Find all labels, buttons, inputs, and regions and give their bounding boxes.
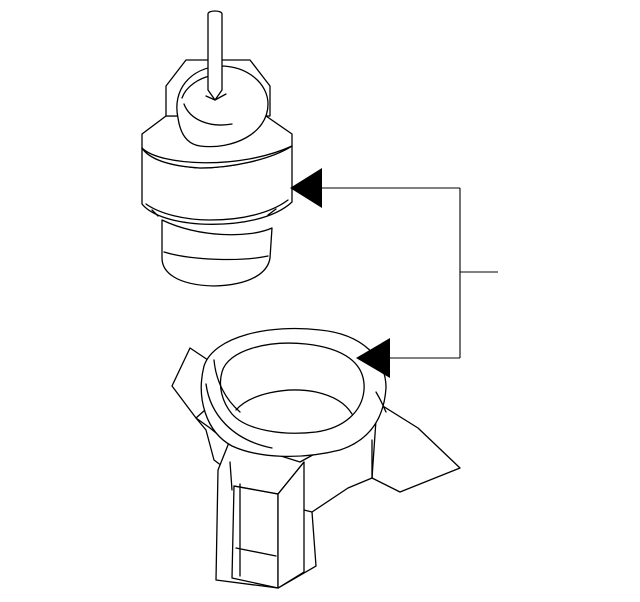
sensor-hex-edge	[141, 145, 293, 164]
sensor-lower-cylinder-edge	[163, 251, 269, 261]
bracket-side-ridge	[303, 439, 373, 513]
bracket-collar-inner	[219, 342, 365, 434]
sensor-body-lower-edge	[145, 199, 289, 221]
sensor-pin	[207, 10, 223, 101]
callout-leader	[290, 168, 498, 378]
sensor-body-notch	[151, 208, 277, 217]
callout-line	[322, 187, 498, 359]
sensor-lower-cylinder	[161, 219, 273, 287]
sensor-part	[141, 10, 293, 287]
bracket-collar-lip	[205, 359, 273, 449]
sensor-top-dome	[176, 65, 269, 148]
bracket-right-flange	[369, 397, 461, 493]
bracket-part	[171, 327, 461, 589]
arrow-to-bracket	[356, 338, 390, 378]
bracket-front-groove	[235, 483, 277, 577]
bracket-top-edge	[233, 461, 305, 495]
sensor-pin-base	[205, 93, 227, 101]
arrow-to-sensor	[290, 168, 322, 208]
bracket-front-face	[231, 485, 279, 589]
bracket-collar-fold	[229, 391, 387, 491]
bracket-collar-bore	[235, 389, 353, 415]
